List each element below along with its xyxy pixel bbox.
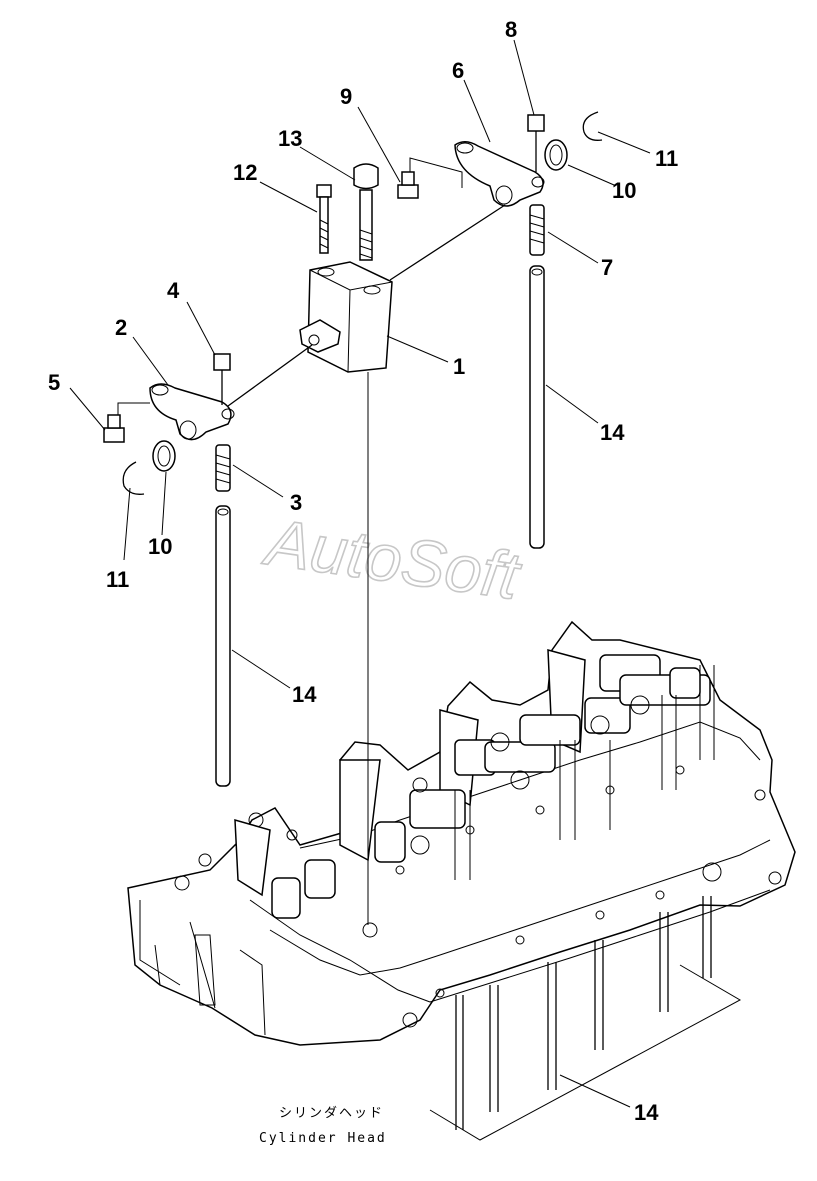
- callout-10-right: 10: [612, 178, 636, 203]
- cylinder-head-drawing: [127, 620, 796, 1141]
- leader-lines: [69, 39, 651, 1108]
- callout-5: 5: [48, 370, 60, 395]
- callout-14-bottom: 14: [634, 1100, 659, 1125]
- rocker-arm-left: [149, 344, 313, 441]
- caption-english: Cylinder Head: [259, 1131, 387, 1146]
- rocker-arm-right: [389, 141, 545, 281]
- watermark-text: AutoSoft: [258, 504, 526, 613]
- callout-4: 4: [167, 278, 180, 303]
- callout-labels: 1 2 3 4 5 6 7 8 9 10 10 11 11 12 13 14 1…: [48, 17, 678, 1125]
- rocker-bracket-part: [299, 261, 393, 925]
- callout-11-right: 11: [655, 146, 678, 171]
- callout-14-right: 14: [600, 420, 625, 445]
- callout-9: 9: [340, 84, 352, 109]
- callout-7: 7: [601, 255, 613, 280]
- callout-11-left: 11: [106, 567, 129, 592]
- callout-12: 12: [233, 160, 257, 185]
- callout-13: 13: [278, 126, 302, 151]
- callout-2: 2: [115, 315, 127, 340]
- callout-10-left: 10: [148, 534, 172, 559]
- callout-6: 6: [452, 58, 464, 83]
- callout-3: 3: [290, 490, 302, 515]
- caption-japanese: シリンダヘッド: [279, 1106, 384, 1121]
- small-parts: [103, 111, 603, 787]
- callout-14-left: 14: [292, 682, 317, 707]
- callout-8: 8: [505, 17, 517, 42]
- callout-1: 1: [453, 354, 465, 379]
